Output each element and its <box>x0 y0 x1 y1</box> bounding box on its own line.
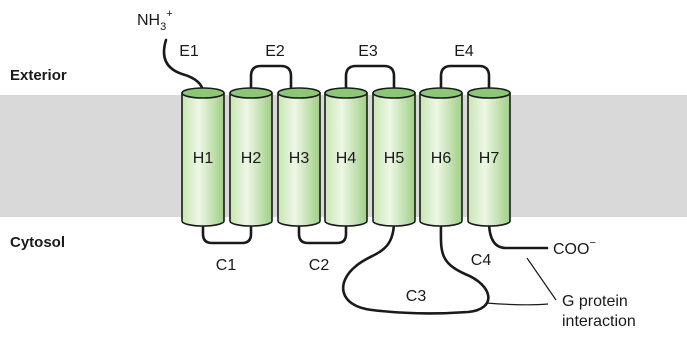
n-terminus-label: NH3+ <box>137 8 173 33</box>
loop-c3 <box>341 219 490 315</box>
helix-top-cap <box>277 87 321 99</box>
helix-body <box>419 92 463 227</box>
helix-h4 <box>324 87 368 227</box>
helix-h5 <box>372 87 416 227</box>
helix-top-cap <box>229 87 273 99</box>
helix-h1 <box>181 87 225 227</box>
helix-label-h7: H7 <box>479 150 500 167</box>
loop-label-e4: E4 <box>454 43 474 60</box>
helix-top-cap <box>372 87 416 99</box>
helix-h6 <box>419 87 463 227</box>
g-protein-annotation-line1: G protein <box>562 293 628 310</box>
cytosol-label: Cytosol <box>10 234 65 251</box>
loop-c2 <box>297 219 348 245</box>
helix-top-cap <box>467 87 511 99</box>
helix-body <box>229 92 273 227</box>
loop-c1 <box>201 219 253 245</box>
n-terminus-tail <box>162 38 205 95</box>
pointer-to-c4 <box>526 257 557 301</box>
helix-label-h2: H2 <box>241 150 262 167</box>
helix-top-cap <box>324 87 368 99</box>
loop-label-c4: C4 <box>471 252 492 269</box>
helix-body <box>372 92 416 227</box>
pointer-to-c3 <box>485 302 549 306</box>
helix-label-h5: H5 <box>384 150 405 167</box>
c-terminus-label: COO− <box>553 237 596 258</box>
helix-body <box>467 92 511 227</box>
helix-label-h6: H6 <box>431 150 452 167</box>
helix-body <box>277 92 321 227</box>
loop-label-e2: E2 <box>265 43 285 60</box>
loop-label-c2: C2 <box>309 257 330 274</box>
helix-label-h4: H4 <box>336 150 357 167</box>
exterior-label: Exterior <box>10 67 67 84</box>
loop-e2 <box>249 64 293 95</box>
loop-e4 <box>439 64 491 95</box>
helix-body <box>324 92 368 227</box>
helix-h7 <box>467 87 511 227</box>
loop-label-e1: E1 <box>179 43 199 60</box>
helix-label-h3: H3 <box>289 150 310 167</box>
helix-layer <box>181 87 511 227</box>
helix-h3 <box>277 87 321 227</box>
loop-e3 <box>344 64 396 95</box>
helix-top-cap <box>419 87 463 99</box>
helix-h2 <box>229 87 273 227</box>
g-protein-annotation-line2: interaction <box>562 313 636 330</box>
loop-label-c1: C1 <box>216 257 237 274</box>
loop-label-e3: E3 <box>358 43 378 60</box>
loop-label-c3: C3 <box>406 288 427 305</box>
helix-label-h1: H1 <box>193 150 214 167</box>
helix-top-cap <box>181 87 225 99</box>
helix-body <box>181 92 225 227</box>
